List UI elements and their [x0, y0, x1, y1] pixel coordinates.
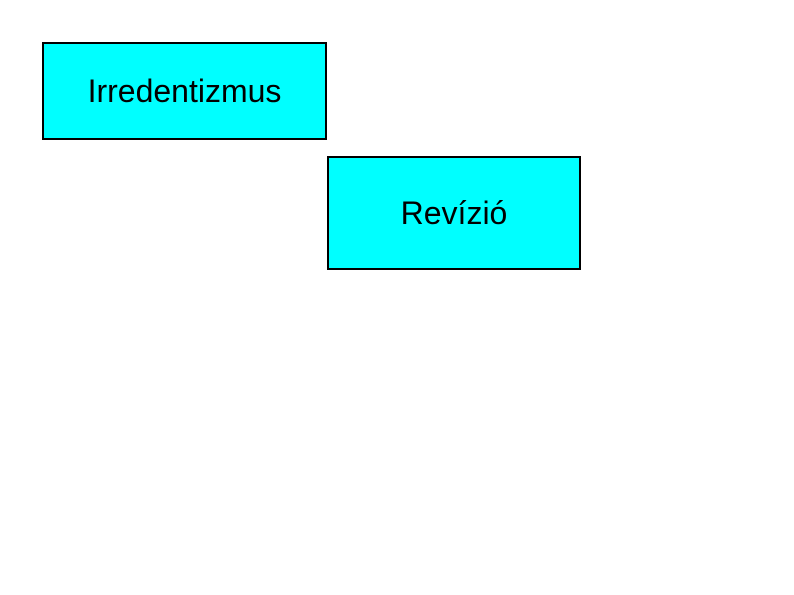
concept-box-irredentizmus-label: Irredentizmus	[87, 72, 282, 109]
concept-box-irredentizmus: Irredentizmus	[42, 42, 327, 140]
concept-box-revizio-label: Revízió	[400, 194, 508, 231]
concept-box-revizio: Revízió	[327, 156, 581, 270]
